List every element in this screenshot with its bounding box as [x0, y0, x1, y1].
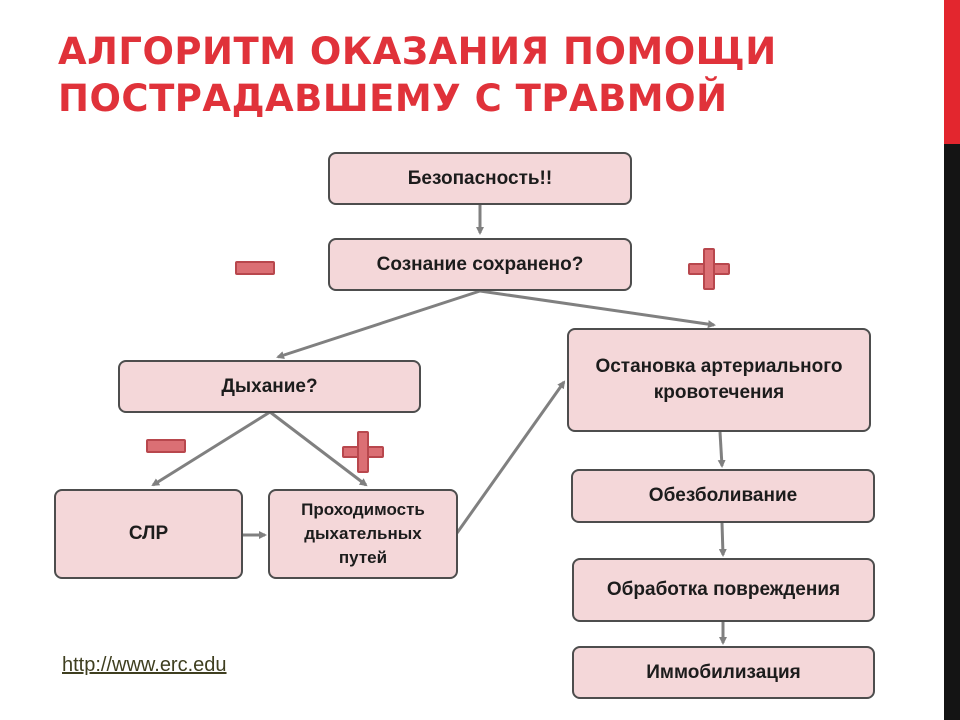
arrow-pain-relief-to-wound-care — [718, 522, 727, 557]
node-bleeding-stop: Остановка артериального кровотечения — [567, 328, 871, 432]
arrow-consciousness-to-breathing — [276, 289, 481, 359]
node-wound-care: Обработка повреждения — [572, 558, 875, 622]
erc-link[interactable]: http://www.erc.edu — [62, 654, 227, 676]
arrow-breathing-to-cpr — [151, 410, 271, 487]
side-accent-bar — [944, 0, 960, 144]
page-title: АЛГОРИТМ ОКАЗАНИЯ ПОМОЩИ ПОСТРАДАВШЕМУ С… — [58, 28, 918, 122]
arrow-breathing-to-airway — [269, 410, 368, 487]
node-breathing: Дыхание? — [118, 360, 421, 413]
minus-sign-icon — [146, 439, 186, 453]
arrow-bleeding-to-pain-relief — [717, 431, 726, 468]
arrow-airway-to-bleeding — [455, 380, 566, 534]
node-cpr: СЛР — [54, 489, 243, 579]
node-safety: Безопасность!! — [328, 152, 632, 205]
minus-sign-icon — [235, 261, 275, 275]
node-airway: Проходимость дыхательных путей — [268, 489, 458, 579]
arrow-consciousness-to-bleeding — [479, 289, 716, 329]
plus-sign-icon — [688, 248, 730, 290]
plus-sign-icon — [342, 431, 384, 473]
title-line-1: АЛГОРИТМ ОКАЗАНИЯ ПОМОЩИ — [58, 30, 777, 73]
node-pain-relief: Обезболивание — [571, 469, 875, 523]
node-immobilization: Иммобилизация — [572, 646, 875, 699]
title-line-2: ПОСТРАДАВШЕМУ С ТРАВМОЙ — [58, 77, 728, 120]
node-consciousness: Сознание сохранено? — [328, 238, 632, 291]
side-decoration-bar — [944, 0, 960, 720]
